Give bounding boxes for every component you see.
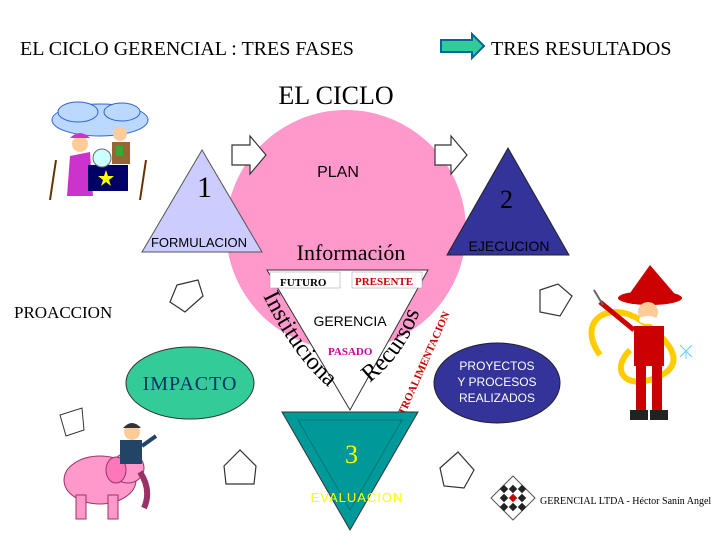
presente-box <box>351 271 423 289</box>
phase-2-triangle <box>446 146 570 256</box>
right-arrow-icon <box>440 31 486 61</box>
gerencia-label: GERENCIA <box>313 313 387 329</box>
pasado-label: PASADO <box>328 346 373 358</box>
plan-label: PLAN <box>317 164 359 181</box>
phase-1-number: 1 <box>197 171 212 204</box>
center-triangle <box>266 269 429 412</box>
flow-arrow-top-left <box>231 134 267 176</box>
firefighter-clipart <box>588 265 693 420</box>
ejecucion-label: EJECUCION <box>469 238 550 254</box>
impacto-ellipse <box>125 346 255 420</box>
evaluacion-label: EVALUACION <box>311 490 404 505</box>
presente-label: PRESENTE <box>355 276 413 288</box>
proyectos-line-2: Y PROCESOS <box>457 375 536 389</box>
phase-3-number: 3 <box>345 440 358 469</box>
flow-pentagon-right <box>539 283 573 317</box>
company-logo-icon <box>490 475 536 521</box>
cycle-title: EL CICLO <box>278 81 393 110</box>
informacion-label: Información <box>297 240 406 265</box>
header-title: EL CICLO GERENCIAL : TRES FASES <box>20 38 354 60</box>
elephant-rider-clipart <box>59 407 158 520</box>
impacto-label: IMPACTO <box>143 373 238 395</box>
proyectos-ellipse <box>433 342 561 424</box>
flow-pentagon-bottom-right <box>439 451 475 489</box>
footer-credit: GERENCIAL LTDA - Héctor Sanín Angel <box>540 496 711 507</box>
formulacion-label: FORMULACION <box>151 235 247 250</box>
proaccion-label: PROACCION <box>14 303 112 322</box>
phase-2-number: 2 <box>500 185 513 214</box>
futuro-box <box>269 271 341 289</box>
proyectos-line-3: REALIZADOS <box>459 391 535 405</box>
proyectos-line-1: PROYECTOS <box>459 359 534 373</box>
flow-arrow-top-right <box>434 134 468 176</box>
flow-pentagon-left <box>169 279 204 313</box>
fortune-teller-clipart <box>49 101 149 201</box>
phase-1-triangle <box>141 149 263 253</box>
header-result: TRES RESULTADOS <box>491 38 671 60</box>
flow-pentagon-bottom-left <box>223 449 257 485</box>
futuro-label: FUTURO <box>280 277 327 289</box>
phase-3-inner <box>297 419 403 511</box>
phase-3-triangle <box>281 411 419 532</box>
